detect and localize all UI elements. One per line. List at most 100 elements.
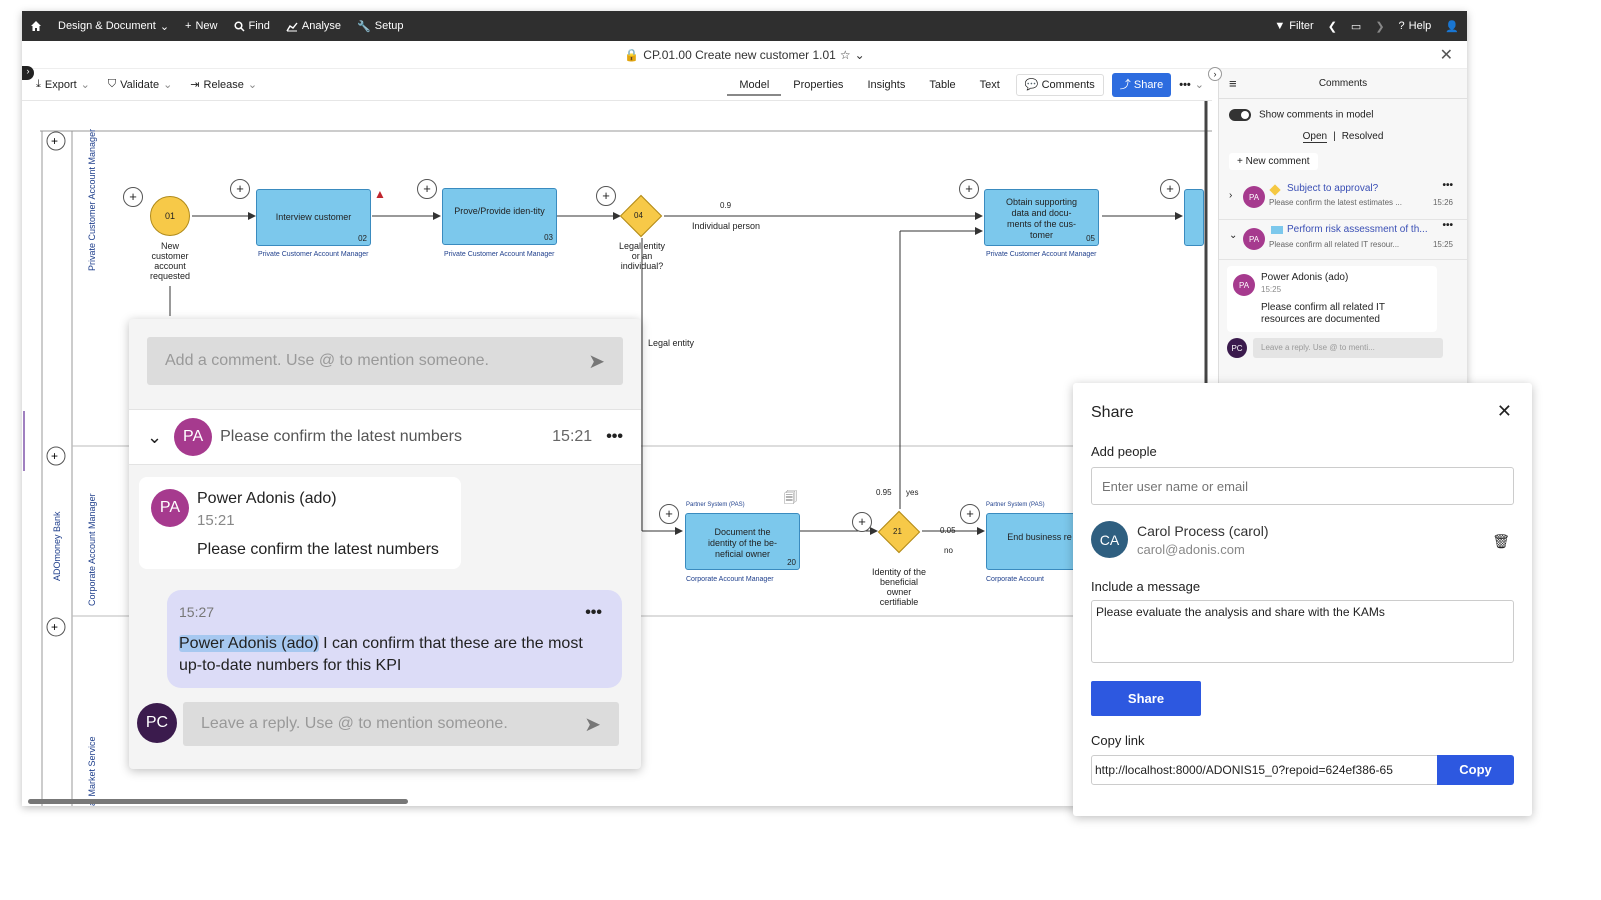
more-icon[interactable]: •••	[1179, 78, 1191, 91]
comments-button[interactable]: 💬 Comments	[1015, 73, 1104, 96]
start-event[interactable]: 01	[150, 196, 190, 236]
plus-icon: +	[185, 20, 192, 32]
trash-icon[interactable]: 🗑	[1492, 533, 1510, 549]
copy-button[interactable]: Copy	[1437, 755, 1514, 785]
comment-time: 15:26	[1432, 198, 1453, 207]
help-button[interactable]: ?Help	[1399, 20, 1432, 32]
comment-text: Please confirm all related IT resources …	[1261, 302, 1385, 325]
view-tabs: Model Properties Insights Table Text 💬 C…	[727, 72, 1204, 97]
more-icon[interactable]: •••	[606, 428, 623, 445]
zoom-in-icon[interactable]: +	[46, 617, 66, 637]
send-icon[interactable]: ➤	[588, 350, 605, 373]
new-button[interactable]: +New	[185, 20, 217, 32]
horizontal-scrollbar[interactable]	[28, 799, 408, 804]
top-bar: Design & Document⌄ +New Find Analyse 🔧Se…	[22, 11, 1467, 41]
tab-insights[interactable]: Insights	[867, 78, 906, 91]
validate-button[interactable]: ⛉Validate⌄	[108, 78, 172, 91]
reply-input[interactable]: Leave a reply. Use @ to mention someone.…	[183, 702, 619, 746]
expand-left-icon[interactable]: ›	[22, 66, 34, 80]
forward-icon[interactable]: ❯	[1375, 20, 1385, 33]
close-icon[interactable]: ✕	[1496, 401, 1512, 421]
comment-preview: Please confirm all related IT resour...	[1269, 240, 1400, 249]
new-comment-label: New comment	[1245, 156, 1310, 167]
send-icon[interactable]: ➤	[584, 713, 601, 736]
add-people-input[interactable]	[1091, 467, 1514, 505]
task-document-identity[interactable]: Document the identity of the be-neficial…	[685, 513, 800, 570]
user-icon[interactable]: 👤	[1445, 20, 1459, 33]
add-comment-input[interactable]: Add a comment. Use @ to mention someone.…	[147, 337, 623, 385]
tab-text[interactable]: Text	[979, 78, 1000, 91]
release-button[interactable]: ⇥Release⌄	[190, 78, 257, 92]
star-icon[interactable]: ☆	[839, 47, 851, 62]
share-tab-label: Share	[1133, 78, 1164, 91]
avatar: PA	[1243, 186, 1265, 208]
zoom-in-icon[interactable]: +	[46, 446, 66, 466]
chevron-down-icon[interactable]: ⌄	[854, 47, 865, 62]
close-icon[interactable]: ✕	[1439, 46, 1453, 64]
tab-model[interactable]: Model	[727, 74, 782, 96]
setup-button[interactable]: 🔧Setup	[357, 20, 403, 33]
mention[interactable]: Power Adonis (ado)	[179, 635, 319, 652]
chevron-down-icon[interactable]: ⌄	[1194, 79, 1204, 91]
add-element-icon[interactable]: +	[417, 179, 437, 199]
share-tab-button[interactable]: ⤴ Share	[1111, 72, 1172, 97]
collapse-panel-icon[interactable]: ›	[1208, 67, 1222, 81]
filter-button[interactable]: ▼Filter	[1274, 20, 1313, 32]
find-button[interactable]: Find	[233, 20, 270, 32]
chevron-down-icon: ⌄	[163, 79, 173, 91]
zoom-in-icon[interactable]: +	[46, 131, 66, 151]
add-element-icon[interactable]: +	[659, 504, 679, 524]
link-field[interactable]: http://localhost:8000/ADONIS15_0?repoid=…	[1091, 755, 1438, 785]
add-element-icon[interactable]: +	[852, 512, 872, 532]
help-icon: ?	[1398, 20, 1405, 32]
task-role: Private Customer Account Manager	[444, 251, 555, 258]
edge-probability: 0.05	[940, 526, 956, 535]
share-dialog-title: Share	[1091, 404, 1134, 421]
tab-table[interactable]: Table	[929, 78, 956, 91]
share-button[interactable]: Share	[1091, 681, 1201, 716]
back-icon[interactable]: ❮	[1327, 20, 1337, 33]
add-element-icon[interactable]: +	[230, 179, 250, 199]
filter-resolved[interactable]: Resolved	[1341, 131, 1384, 142]
task-obtain-data[interactable]: Obtain supporting data and docu-ments of…	[984, 189, 1099, 246]
export-button[interactable]: ⤓Export⌄	[36, 78, 90, 91]
more-icon[interactable]: •••	[1442, 180, 1453, 191]
home-icon[interactable]	[30, 20, 42, 32]
window-icon[interactable]: ▭	[1350, 20, 1362, 33]
export-icon: ⤓	[36, 78, 41, 90]
message-textarea[interactable]: Please evaluate the analysis and share w…	[1091, 600, 1514, 663]
menu-icon[interactable]: ≡	[1229, 76, 1237, 91]
link-text: http://localhost:8000/ADONIS15_0?repoid=…	[1095, 763, 1393, 777]
analyse-button[interactable]: Analyse	[286, 20, 341, 32]
expanded-comment: PA Power Adonis (ado) 15:25 Please confi…	[1227, 266, 1437, 332]
more-icon[interactable]: •••	[1442, 220, 1453, 231]
add-element-icon[interactable]: +	[960, 504, 980, 524]
show-comments-toggle[interactable]	[1229, 109, 1251, 121]
comment-thread-header[interactable]: ⌄ PA Please confirm the latest numbers 1…	[129, 409, 641, 465]
chevron-down-icon[interactable]: ⌄	[147, 426, 163, 447]
design-document-menu[interactable]: Design & Document⌄	[58, 20, 169, 33]
task-role: Corporate Account	[986, 576, 1044, 583]
more-icon[interactable]: •••	[585, 604, 602, 621]
add-element-icon[interactable]: +	[123, 187, 143, 207]
add-element-icon[interactable]: +	[959, 179, 979, 199]
model-toolbar: ⤓Export⌄ ⛉Validate⌄ ⇥Release⌄ Model Prop…	[22, 69, 1212, 101]
task-prove-identity[interactable]: Prove/Provide iden-tity 03	[442, 188, 557, 245]
tab-properties[interactable]: Properties	[793, 78, 844, 91]
search-icon	[233, 20, 245, 32]
filter-open[interactable]: Open	[1302, 131, 1328, 143]
task-interview-customer[interactable]: Interview customer 02	[256, 189, 371, 246]
copy-link-label: Copy link	[1091, 733, 1145, 748]
task-number: 02	[358, 234, 367, 243]
comment-list-item[interactable]: ⌄ PA Perform risk assessment of th... ••…	[1219, 220, 1467, 260]
task-number: 20	[787, 558, 796, 567]
add-element-icon[interactable]: +	[1160, 179, 1180, 199]
new-comment-button[interactable]: + New comment	[1229, 153, 1318, 170]
menu-label: Design & Document	[58, 20, 156, 32]
avatar: PC	[1227, 338, 1247, 358]
comment-list-item[interactable]: › PA Subject to approval? ••• Please con…	[1219, 180, 1467, 220]
add-element-icon[interactable]: +	[596, 186, 616, 206]
task-label: End business re tion	[1007, 532, 1089, 542]
reply-input[interactable]: Leave a reply. Use @ to menti...	[1253, 338, 1443, 358]
task-partial[interactable]	[1184, 189, 1204, 246]
